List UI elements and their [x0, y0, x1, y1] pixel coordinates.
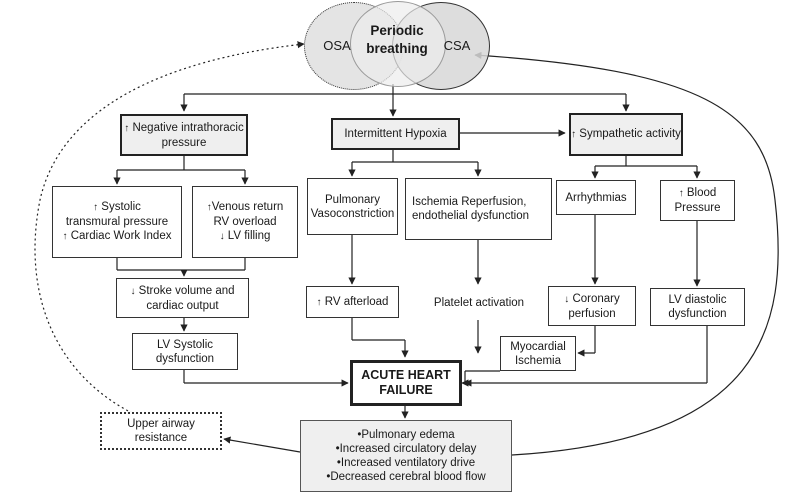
pulmonary-vasoconstriction-label: Pulmonary Vasoconstriction — [310, 193, 395, 220]
intermittent-hypoxia-label: Intermittent Hypoxia — [344, 128, 447, 140]
venn-osa-label: OSA — [323, 38, 351, 53]
systolic-line3: Cardiac Work Index — [70, 230, 172, 242]
myocardial-ischemia-label: Myocardial Ischemia — [510, 340, 566, 367]
venn-csa-label: CSA — [443, 38, 471, 53]
coronary-perfusion-label: Coronary perfusion — [568, 292, 620, 320]
arrow-down-icon: ↓ — [130, 285, 136, 297]
lv-systolic-dysfunction-box: LV Systolic dysfunction — [132, 333, 238, 370]
ischemia-reperfusion-label: Ischemia Reperfusion, endothelial dysfun… — [412, 196, 529, 222]
venous-line2: RV overload — [213, 216, 277, 228]
sympathetic-activity-box: ↑ Sympathetic activity — [569, 113, 683, 156]
arrhythmias-label: Arrhythmias — [565, 191, 627, 204]
arrow-up-icon: ↑ — [571, 129, 577, 140]
venous-line1: Venous return — [211, 201, 284, 213]
coronary-perfusion-box: ↓ Coronary perfusion — [548, 286, 636, 326]
arrow-up-icon: ↑ — [678, 188, 684, 199]
arrow-up-icon: ↑ — [62, 231, 68, 242]
consequence-item: •Increased circulatory delay — [335, 443, 477, 455]
arrow-up-icon: ↑ — [124, 122, 130, 134]
lv-diastolic-label: LV diastolic dysfunction — [668, 294, 727, 320]
arrow-down-icon: ↓ — [219, 231, 225, 242]
intermittent-hypoxia-box: Intermittent Hypoxia — [331, 118, 460, 150]
venous-return-box: ↑Venous return RV overload ↓ LV filling — [192, 186, 298, 258]
sympathetic-activity-label: Sympathetic activity — [579, 128, 681, 140]
negative-intrathoracic-pressure-box: ↑ Negative intrathoracic pressure — [120, 114, 248, 156]
pulmonary-vasoconstriction-box: Pulmonary Vasoconstriction — [307, 178, 398, 235]
ischemia-reperfusion-box: Ischemia Reperfusion, endothelial dysfun… — [405, 178, 552, 240]
lv-diastolic-dysfunction-box: LV diastolic dysfunction — [650, 288, 745, 326]
systolic-line2: transmural pressure — [65, 216, 169, 228]
systolic-line1: Systolic — [101, 201, 141, 213]
blood-pressure-box: ↑ Blood Pressure — [660, 180, 735, 221]
systolic-transmural-pressure-box: ↑ Systolic transmural pressure ↑ Cardiac… — [52, 186, 182, 258]
rv-afterload-box: ↑ RV afterload — [306, 286, 399, 318]
consequence-item: •Pulmonary edema — [357, 429, 455, 441]
venn-periodic-circle — [350, 1, 446, 87]
lv-systolic-label: LV Systolic dysfunction — [155, 338, 215, 365]
platelet-activation-box: Platelet activation — [420, 286, 538, 320]
acute-heart-failure-box: ACUTE HEART FAILURE — [350, 360, 462, 406]
stroke-volume-label: Stroke volume and cardiac output — [138, 284, 235, 312]
upper-airway-resistance-box: Upper airway resistance — [100, 412, 222, 450]
consequences-box: •Pulmonary edema •Increased circulatory … — [300, 420, 512, 492]
stroke-volume-box: ↓ Stroke volume and cardiac output — [116, 278, 249, 318]
upper-airway-label: Upper airway resistance — [127, 418, 195, 444]
blood-pressure-label: Blood Pressure — [674, 187, 721, 214]
arrow-up-icon: ↑ — [206, 202, 212, 213]
arrhythmias-box: Arrhythmias — [556, 180, 636, 215]
venn-periodic-label: Periodic breathing — [366, 23, 428, 56]
arrow-up-icon: ↑ — [93, 202, 99, 213]
negative-pressure-label: Negative intrathoracic pressure — [132, 121, 244, 149]
platelet-activation-label: Platelet activation — [433, 297, 525, 309]
venous-line3: LV filling — [227, 230, 271, 242]
myocardial-ischemia-box: Myocardial Ischemia — [500, 336, 576, 371]
consequence-item: •Decreased cerebral blood flow — [326, 471, 486, 483]
arrow-down-icon: ↓ — [564, 293, 570, 305]
acute-heart-failure-label: ACUTE HEART FAILURE — [361, 368, 451, 397]
consequence-item: •Increased ventilatory drive — [336, 457, 476, 469]
arrow-up-icon: ↑ — [316, 296, 322, 308]
rv-afterload-label: RV afterload — [324, 295, 389, 308]
